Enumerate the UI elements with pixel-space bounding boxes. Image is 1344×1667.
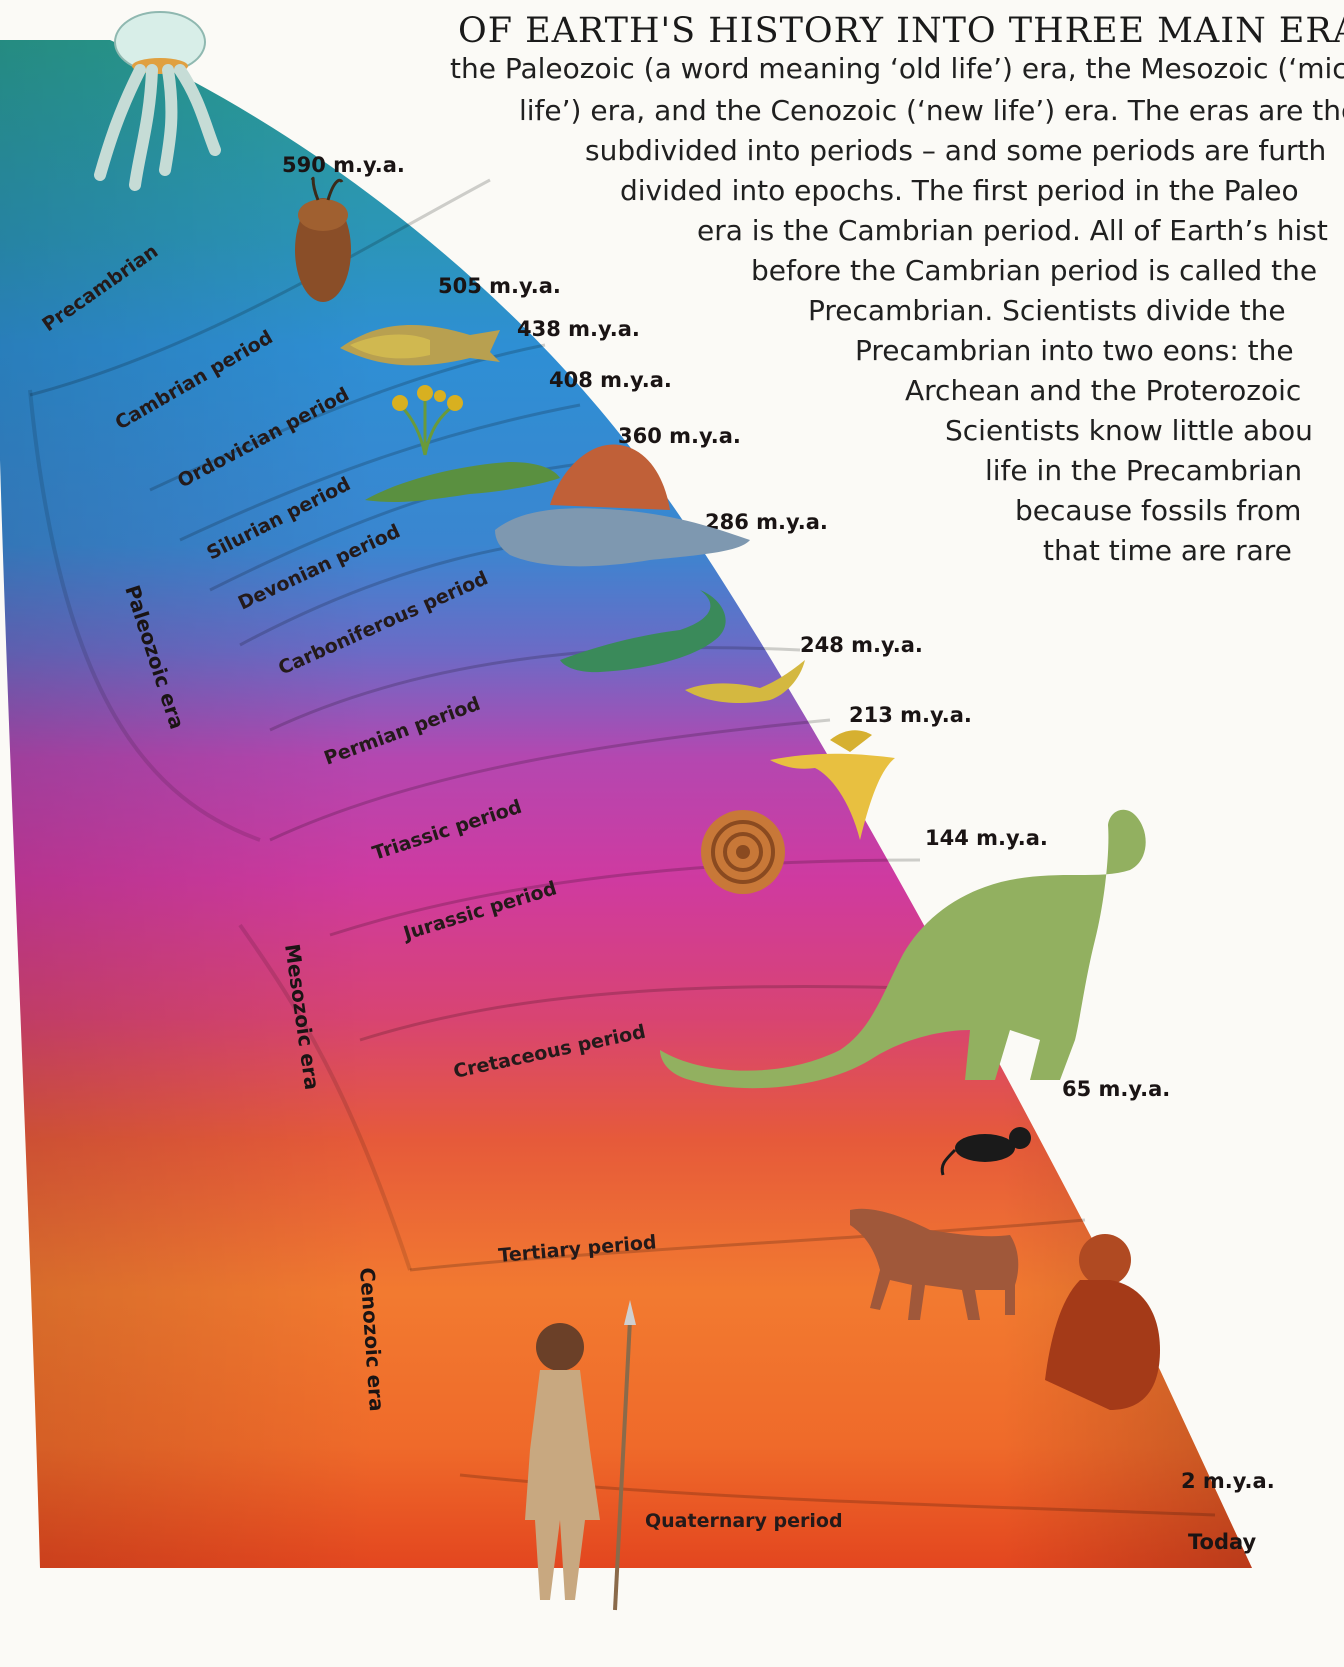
date-label: 438 m.y.a. [517, 317, 640, 341]
intro-line: before the Cambrian period is called the [751, 254, 1317, 287]
date-label: 590 m.y.a. [282, 153, 405, 177]
date-label: 360 m.y.a. [618, 424, 741, 448]
date-label: 2 m.y.a. [1181, 1469, 1275, 1493]
ammonite-icon [701, 810, 785, 894]
date-label: Today [1188, 1530, 1257, 1554]
intro-line: Precambrian. Scientists divide the [808, 294, 1286, 327]
date-label: 213 m.y.a. [849, 703, 972, 727]
period-label: Quaternary period [645, 1510, 843, 1532]
intro-line: era is the Cambrian period. All of Earth… [697, 214, 1328, 247]
intro-heading: OF EARTH'S HISTORY INTO THREE MAIN ERAS [458, 11, 1344, 51]
date-label: 144 m.y.a. [925, 826, 1048, 850]
intro-line: Archean and the Proterozoic [905, 374, 1301, 407]
date-label: 505 m.y.a. [438, 274, 561, 298]
intro-line: subdivided into periods – and some perio… [585, 134, 1326, 167]
intro-line: that time are rare [1043, 534, 1292, 567]
date-label: 248 m.y.a. [800, 633, 923, 657]
date-label: 408 m.y.a. [549, 368, 672, 392]
date-label: 286 m.y.a. [705, 510, 828, 534]
intro-line: because fossils from [1015, 494, 1301, 527]
date-label: 65 m.y.a. [1062, 1077, 1170, 1101]
intro-line: the Paleozoic (a word meaning ‘old life’… [450, 52, 1344, 85]
intro-line: life’) era, and the Cenozoic (‘new life’… [519, 94, 1344, 127]
intro-line: Scientists know little abou [945, 414, 1313, 447]
intro-line: divided into epochs. The first period in… [620, 174, 1299, 207]
intro-line: Precambrian into two eons: the [855, 334, 1294, 367]
intro-line: life in the Precambrian [985, 454, 1302, 487]
